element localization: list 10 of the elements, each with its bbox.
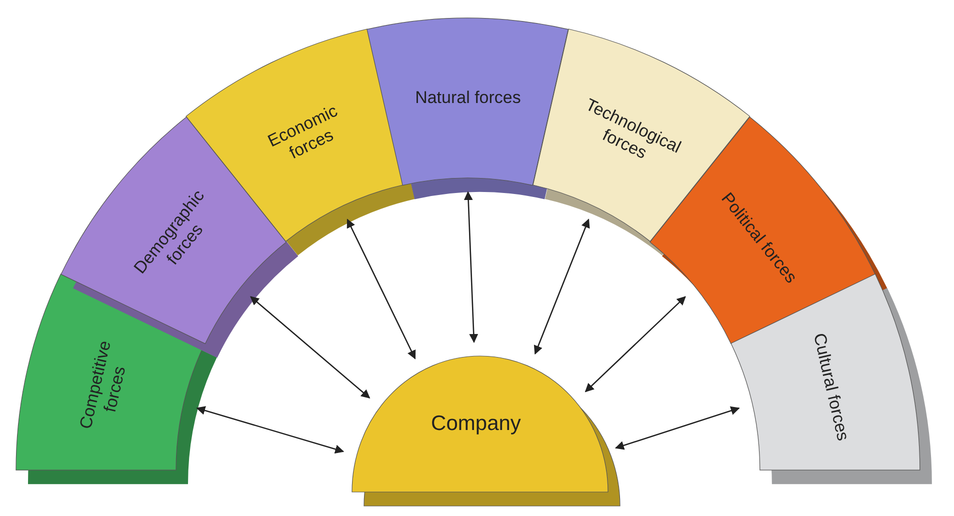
double-arrow <box>614 406 740 450</box>
segment-label: Natural forces <box>414 88 522 108</box>
double-arrow <box>584 296 686 392</box>
double-arrow <box>250 296 370 398</box>
double-arrow <box>196 406 344 454</box>
double-arrow <box>346 218 416 360</box>
segment-label: Cultural forces <box>808 330 853 444</box>
company-label: Company <box>430 412 522 436</box>
double-arrow <box>464 191 478 343</box>
double-arrow <box>534 218 590 355</box>
